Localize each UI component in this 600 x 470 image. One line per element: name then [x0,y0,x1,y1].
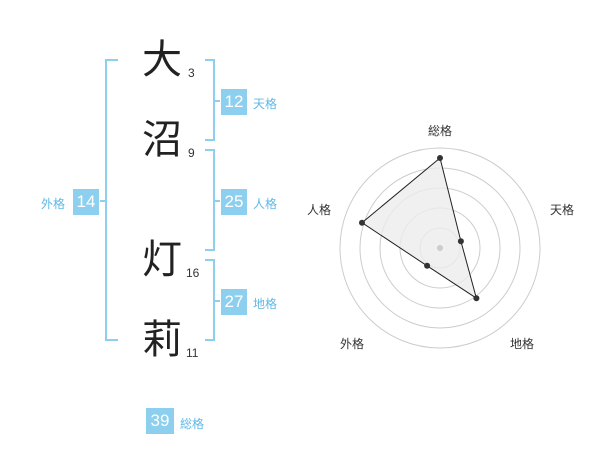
radar-point-chikaku [473,295,480,302]
stroke-count-2: 9 [188,146,195,160]
jinkaku-value: 25 [221,189,247,215]
radar-point-tenkaku [457,238,464,245]
radar-label-chikaku: 地格 [510,337,535,351]
gaikaku-label: 外格 [41,197,66,211]
radar-grid-ring-1 [339,147,541,349]
gaikaku-value: 14 [73,189,99,215]
radar-label-jinkaku: 人格 [307,203,332,217]
radar-label-gaikaku: 外格 [340,337,365,351]
soukaku-value: 39 [146,408,174,434]
name-char-4: 莉 [142,317,182,363]
radar-label-tenkaku: 天格 [550,203,575,217]
stroke-count-3: 16 [186,266,200,280]
soukaku-label: 総格 [180,417,205,431]
radar-point-jinkaku [359,219,365,226]
tenkaku-label: 天格 [253,97,278,111]
stroke-count-4: 11 [186,346,199,360]
radar-center-point [437,245,443,251]
chikaku-value: 27 [221,289,247,315]
radar-value-polygon [361,157,478,300]
stroke-count-1: 3 [188,66,195,80]
name-char-2: 沼 [142,117,182,163]
name-char-3: 灯 [142,237,182,283]
radar-point-soukaku [437,155,443,161]
tenkaku-value: 12 [221,89,247,115]
chikaku-label: 地格 [253,297,278,311]
radar-point-gaikaku [424,262,431,269]
radar-label-soukaku: 総格 [428,124,453,138]
name-char-1: 大 [142,37,182,83]
jinkaku-label: 人格 [253,197,278,211]
